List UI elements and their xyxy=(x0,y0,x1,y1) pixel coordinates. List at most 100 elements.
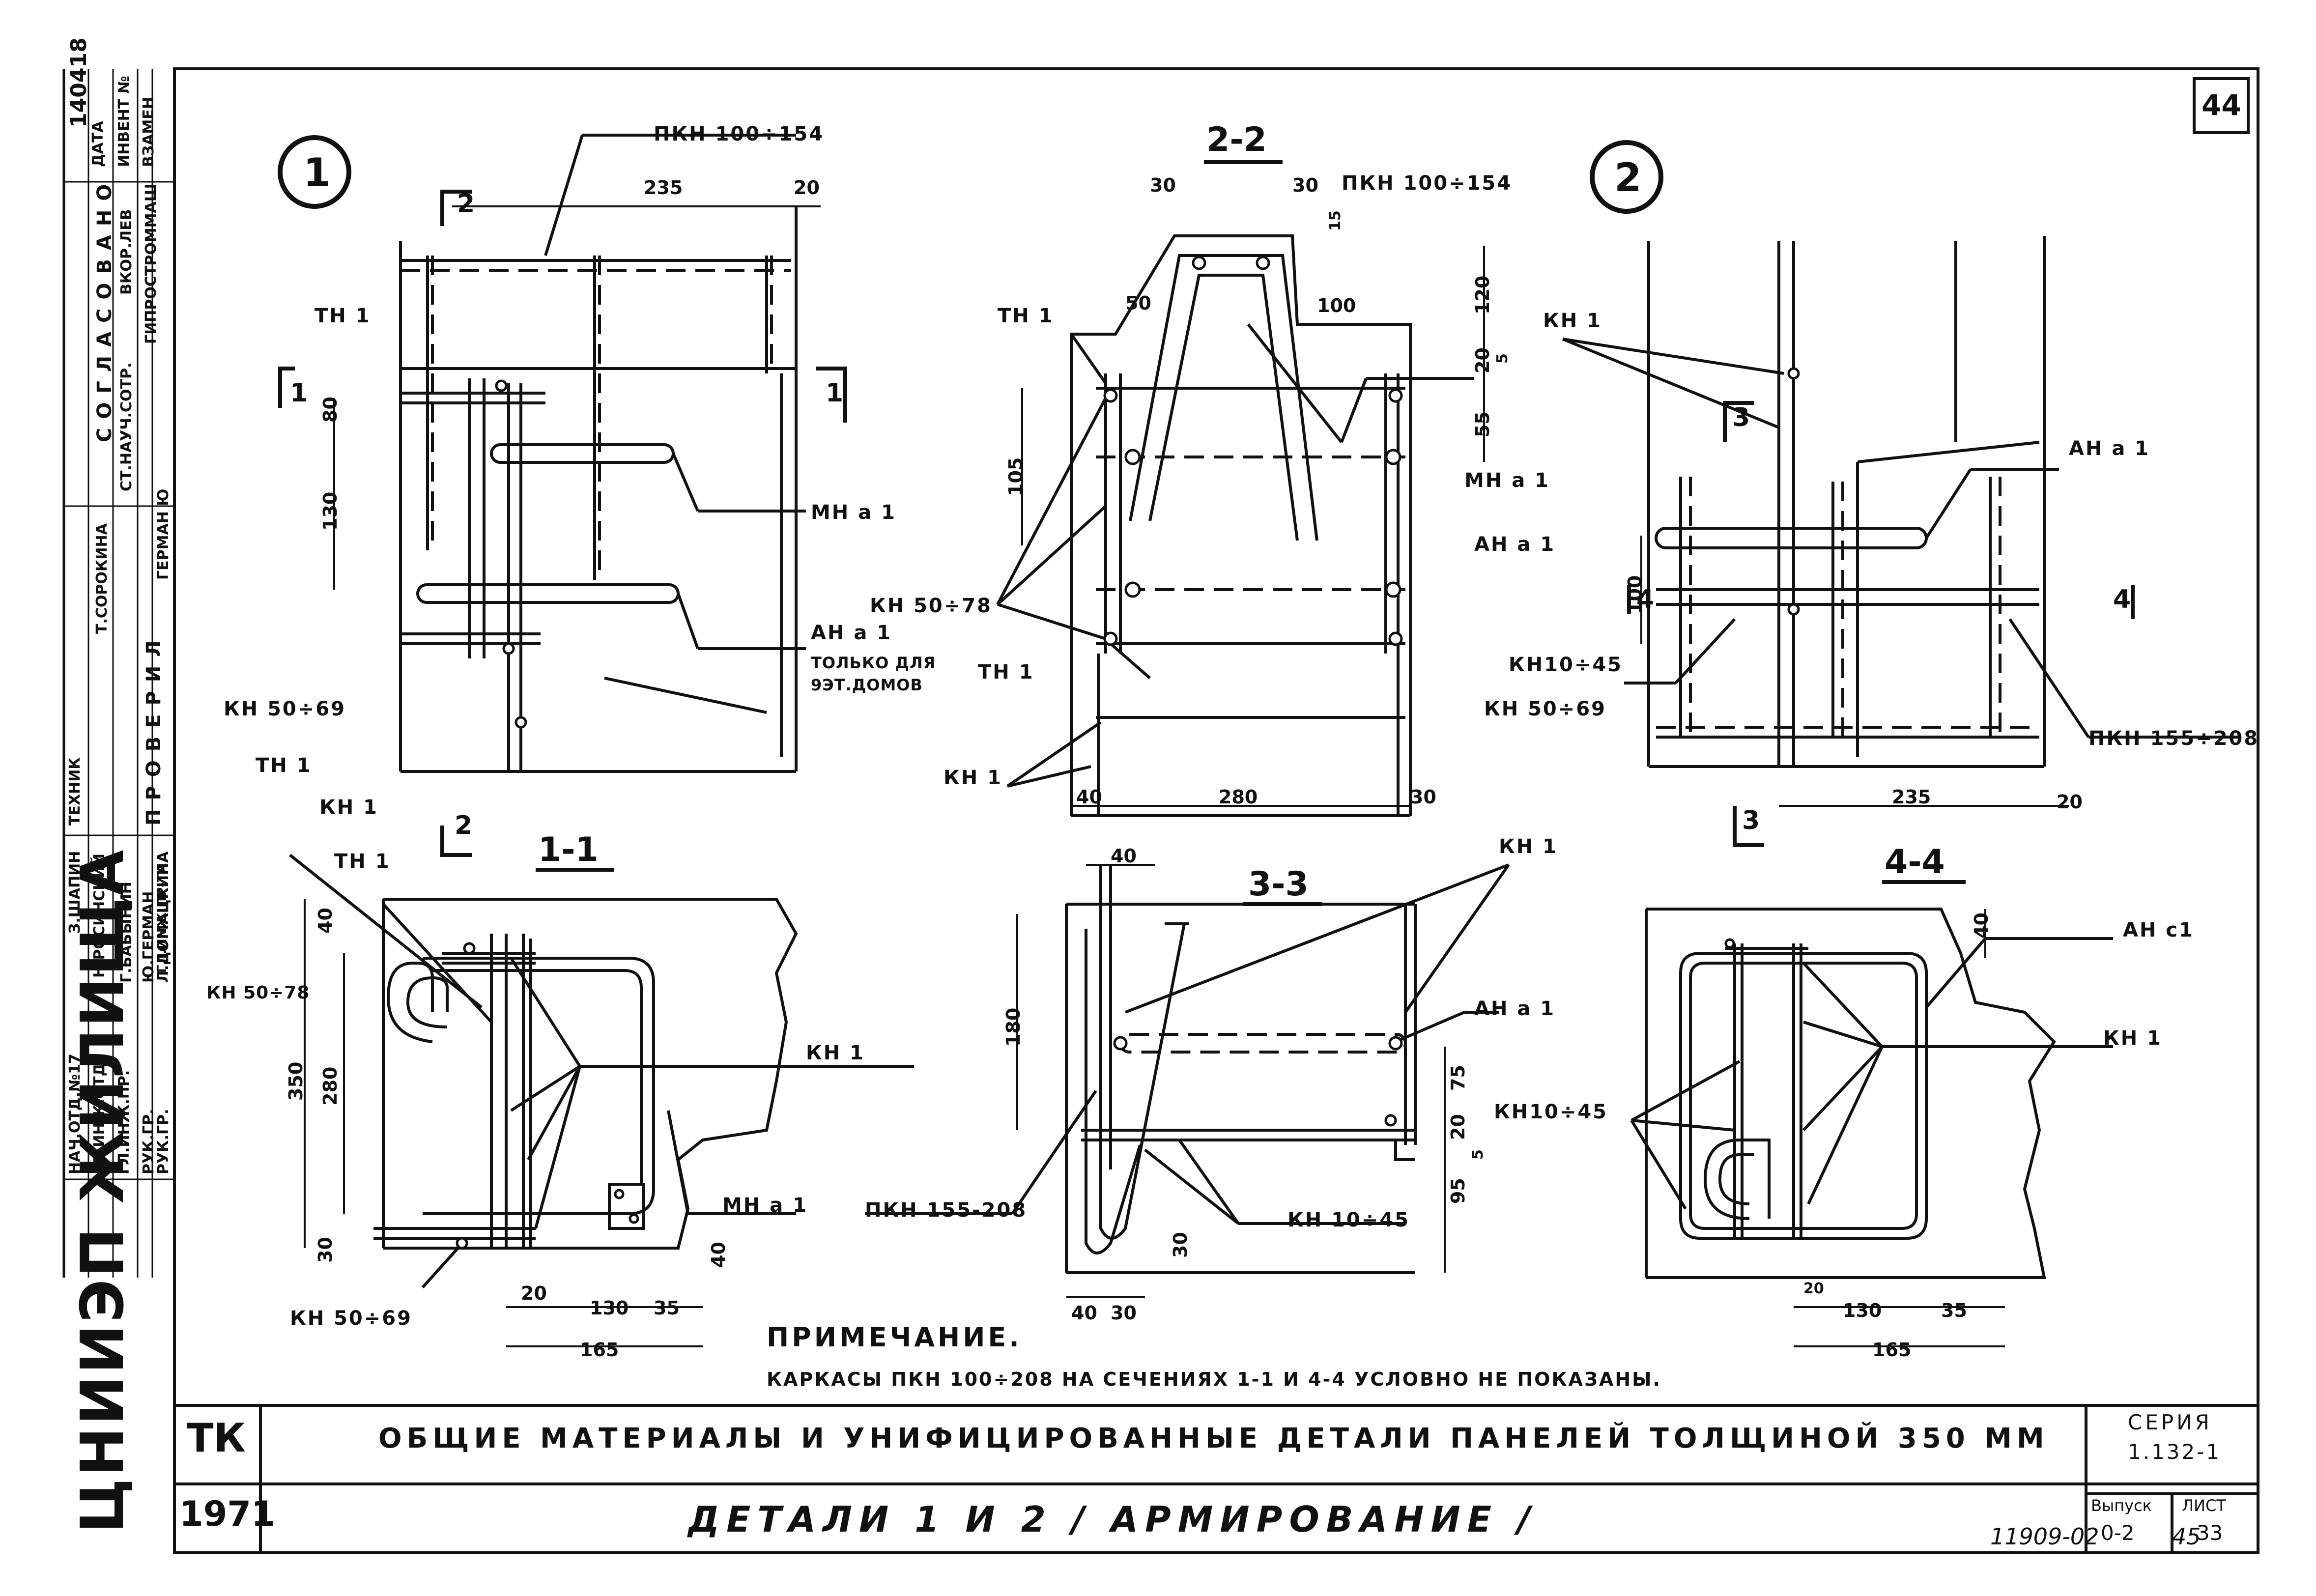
dim: 30 xyxy=(1410,786,1436,808)
detail-1-drawing xyxy=(278,134,847,857)
stamp-row: ПРОВЕРИЛ xyxy=(143,631,165,826)
label-tn1: ТН 1 xyxy=(334,850,391,873)
dim: 100 xyxy=(1624,575,1646,614)
label-ana1: АН а 1 xyxy=(2069,437,2150,460)
section-1-1-drawing xyxy=(289,854,914,1347)
dim: 20 xyxy=(2057,791,2083,813)
dim: 165 xyxy=(1872,1339,1912,1361)
dim: 40 xyxy=(315,908,336,934)
dim: 40 xyxy=(1971,912,1992,939)
label-ana1-note: ТОЛЬКО ДЛЯ xyxy=(811,654,936,672)
bottom-page: 45 xyxy=(2172,1523,2201,1550)
dim: 20 xyxy=(1803,1280,1824,1297)
cut-mark-4-right: 4 xyxy=(2113,585,2131,614)
sheet-value: 33 xyxy=(2197,1521,2223,1545)
section-title-4-4: 4-4 xyxy=(1885,843,1945,882)
dim: 120 xyxy=(1472,275,1493,314)
dim: 35 xyxy=(654,1297,680,1319)
stamp-row: ИНВЕНТ № xyxy=(115,76,133,167)
title-block-subtitle: ДЕТАЛИ 1 И 2 / АРМИРОВАНИЕ / xyxy=(688,1499,1538,1540)
dim: 130 xyxy=(319,491,341,531)
label-pkn: ПКН 100÷154 xyxy=(1342,172,1513,195)
cut-mark-1-left: 1 xyxy=(290,378,308,408)
dim: 30 xyxy=(1170,1232,1191,1258)
bottom-code: 11909-02 xyxy=(1990,1523,2099,1550)
label-kn1: КН 1 xyxy=(1499,835,1558,858)
series-value: 1.132-1 xyxy=(2128,1440,2222,1464)
dim: 235 xyxy=(644,177,683,199)
drawing-frame xyxy=(173,67,2259,1554)
stamp-row: ГЕРМАН Ю xyxy=(155,488,172,580)
dim: 20 xyxy=(521,1282,547,1304)
dim: 30 xyxy=(1111,1302,1137,1324)
dim: 20 xyxy=(1472,347,1493,373)
page-number: 44 xyxy=(2202,88,2241,122)
section-title-3-3: 3-3 xyxy=(1248,865,1309,904)
dim: 100 xyxy=(1317,295,1356,316)
series-label: СЕРИЯ xyxy=(2128,1410,2212,1434)
label-tn1: ТН 1 xyxy=(315,305,371,327)
label-kn10-45: КН10÷45 xyxy=(1509,654,1623,676)
dim: 75 xyxy=(1447,1065,1469,1091)
label-kn1: КН 1 xyxy=(1543,310,1602,332)
stamp-row: ВКОР.ЛЕВ xyxy=(118,209,135,295)
label-mna1: МН а 1 xyxy=(722,1194,808,1217)
label-tn1: ТН 1 xyxy=(256,754,312,777)
label-pkn: ПКН 100÷154 xyxy=(654,123,825,145)
label-kn10-45: КН10÷45 xyxy=(1494,1101,1608,1123)
detail-2-marker: 2 xyxy=(1614,155,1642,200)
label-mna1: МН а 1 xyxy=(811,501,896,524)
label-kn50-69: КН 50÷69 xyxy=(224,698,346,720)
section-title-2-2: 2-2 xyxy=(1206,120,1267,159)
dim: 180 xyxy=(1002,1007,1024,1047)
cut-mark-2-top: 2 xyxy=(457,189,475,219)
stamp-row: ГЛ.ИНЖ.ПР-ТА xyxy=(155,863,170,973)
note-text: КАРКАСЫ ПКН 100÷208 НА СЕЧЕНИЯХ 1-1 И 4-… xyxy=(767,1368,1661,1390)
label-ana1-note: 9ЭТ.ДОМОВ xyxy=(811,676,923,694)
label-tn1: ТН 1 xyxy=(998,305,1054,327)
title-block-tk: ТК xyxy=(187,1415,246,1461)
dim: 5 xyxy=(1494,353,1511,364)
note-heading: ПРИМЕЧАНИЕ. xyxy=(767,1322,1022,1353)
label-kn1: КН 1 xyxy=(806,1042,865,1064)
dim: 30 xyxy=(315,1237,336,1263)
cut-mark-4-left: 4 xyxy=(1636,585,1655,614)
dim: 5 xyxy=(1469,1149,1487,1160)
dim: 20 xyxy=(794,177,820,199)
dim: 40 xyxy=(1076,786,1102,808)
dim: 130 xyxy=(590,1297,629,1319)
dim: 40 xyxy=(1071,1302,1097,1324)
stamp-row: ВЗАМЕН xyxy=(140,97,157,167)
dim: 40 xyxy=(1111,845,1137,867)
dim: 35 xyxy=(1941,1300,1967,1321)
label-kn50-69: КН 50÷69 xyxy=(1484,698,1606,720)
dim: 130 xyxy=(1843,1300,1882,1321)
dim: 280 xyxy=(1219,786,1258,808)
stamp-header: СОГЛАСОВАНО xyxy=(93,175,116,442)
stamp-row: РУК.ГР. xyxy=(155,1109,172,1174)
dim: 30 xyxy=(1150,174,1176,196)
title-block-title: ОБЩИЕ МАТЕРИАЛЫ И УНИФИЦИРОВАННЫЕ ДЕТАЛИ… xyxy=(378,1423,2049,1454)
cut-mark-2-bottom: 2 xyxy=(455,811,473,840)
sheet-label: ЛИСТ xyxy=(2182,1496,2226,1515)
title-block-year: 1971 xyxy=(179,1494,275,1534)
dim: 235 xyxy=(1892,786,1931,808)
dim: 95 xyxy=(1447,1178,1469,1204)
section-2-2-drawing xyxy=(996,160,1485,817)
organization-logo: ЦНИИЭП ЖИЛИЩА xyxy=(69,848,137,1533)
dim: 15 xyxy=(1327,210,1344,231)
cut-mark-3-bottom: 3 xyxy=(1742,806,1760,835)
stamp-row: Т.СОРОКИНА xyxy=(93,523,111,634)
label-pkn155-208: ПКН 155÷208 xyxy=(2088,727,2259,750)
dim: 40 xyxy=(708,1242,729,1268)
section-title-1-1: 1-1 xyxy=(538,830,599,869)
dim: 80 xyxy=(319,397,341,423)
stamp-row: ДАТА xyxy=(89,121,107,167)
dim: 105 xyxy=(1005,457,1027,496)
detail-2-drawing xyxy=(1562,140,2241,847)
dim: 350 xyxy=(285,1061,307,1101)
section-4-4-drawing xyxy=(1630,880,2113,1347)
label-pkn155-208: ПКН 155-208 xyxy=(865,1199,1028,1222)
page-number-box xyxy=(2193,77,2250,134)
